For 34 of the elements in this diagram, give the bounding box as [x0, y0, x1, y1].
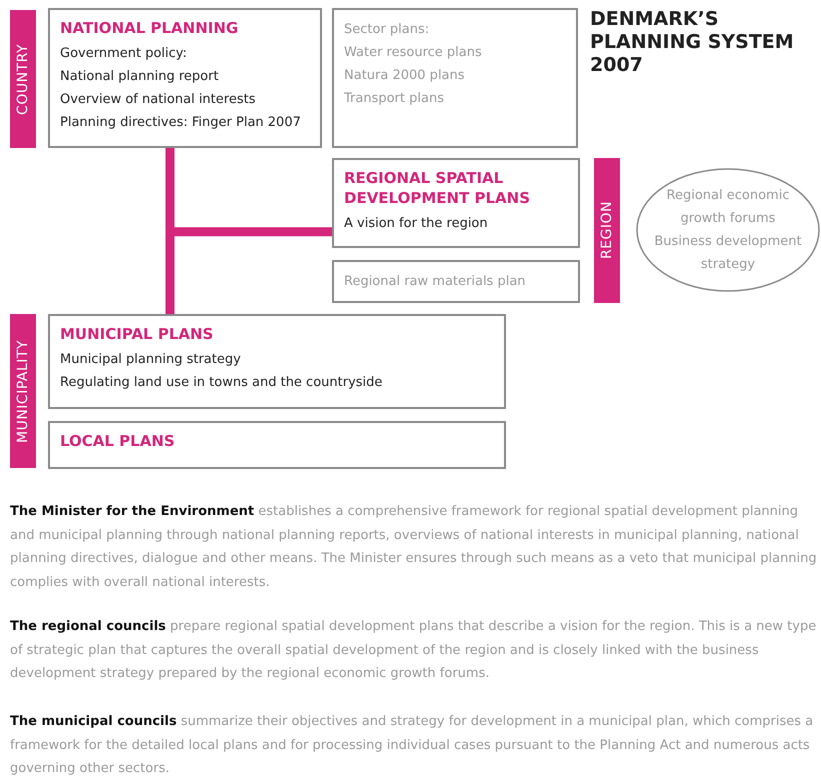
- ellipse-text: Business development strategy: [653, 233, 803, 274]
- plan-box: [48, 8, 322, 148]
- secondary-plan-box: [332, 260, 580, 303]
- description-paragraph: The regional councils prepare regional spatial development plans that describe a vision for the region. This is a new type of strategic plan that captures the overall spatial development of the region and is closely linked with the business development strategy prepared by the regional economic growth forums.: [10, 618, 818, 683]
- diagram-title: DENMARK’S PLANNING SYSTEM 2007: [590, 8, 795, 77]
- plan-item: Natura 2000 plans: [344, 67, 466, 85]
- plan-item: Overview of national interests: [60, 91, 256, 109]
- plan-box: [48, 421, 506, 469]
- level-label: MUNICIPALITY: [15, 340, 31, 442]
- level-label: REGION: [599, 201, 615, 260]
- level-band: [594, 158, 620, 303]
- plan-item: Planning directives: Finger Plan 2007: [60, 114, 302, 132]
- description-paragraph: The Minister for the Environment establishes a comprehensive framework for regional spatial development planning and municipal planning through national planning reports, overviews of national interests in municipal planning, national planning directives, dialogue and other means. The Minister ensures through such means as a veto that municipal planning complies with overall national interests.: [10, 503, 818, 592]
- plan-item: Water resource plans: [344, 44, 483, 62]
- level-band: [10, 314, 36, 468]
- plan-box: [332, 158, 580, 248]
- plan-heading: NATIONAL PLANNING: [60, 18, 240, 38]
- secondary-plan-box: [332, 8, 578, 148]
- plan-heading: MUNICIPAL PLANS: [60, 324, 214, 344]
- plan-item: Transport plans: [344, 90, 445, 108]
- plan-item: A vision for the region: [344, 215, 489, 233]
- plan-item: Sector plans:: [344, 21, 430, 39]
- plan-item: Regional raw materials plan: [344, 273, 527, 291]
- description-paragraph: The municipal councils summarize their objectives and strategy for development in a municipal plan, which comprises a framework for the detailed local plans and for processing individual cases pursuant to the Planning Act and numerous acts governing other sectors.: [10, 713, 814, 778]
- plan-heading: LOCAL PLANS: [60, 431, 176, 451]
- plan-box: [48, 314, 506, 409]
- plan-heading: REGIONAL SPATIAL DEVELOPMENT PLANS: [344, 168, 532, 208]
- level-band: [10, 10, 36, 148]
- plan-item: Government policy:: [60, 45, 188, 63]
- level-label: COUNTRY: [15, 44, 31, 114]
- plan-item: Municipal planning strategy: [60, 351, 242, 369]
- plan-item: Regulating land use in towns and the countryside: [60, 374, 384, 392]
- ellipse-text: Regional economic growth forums: [666, 187, 790, 228]
- plan-item: National planning report: [60, 68, 220, 86]
